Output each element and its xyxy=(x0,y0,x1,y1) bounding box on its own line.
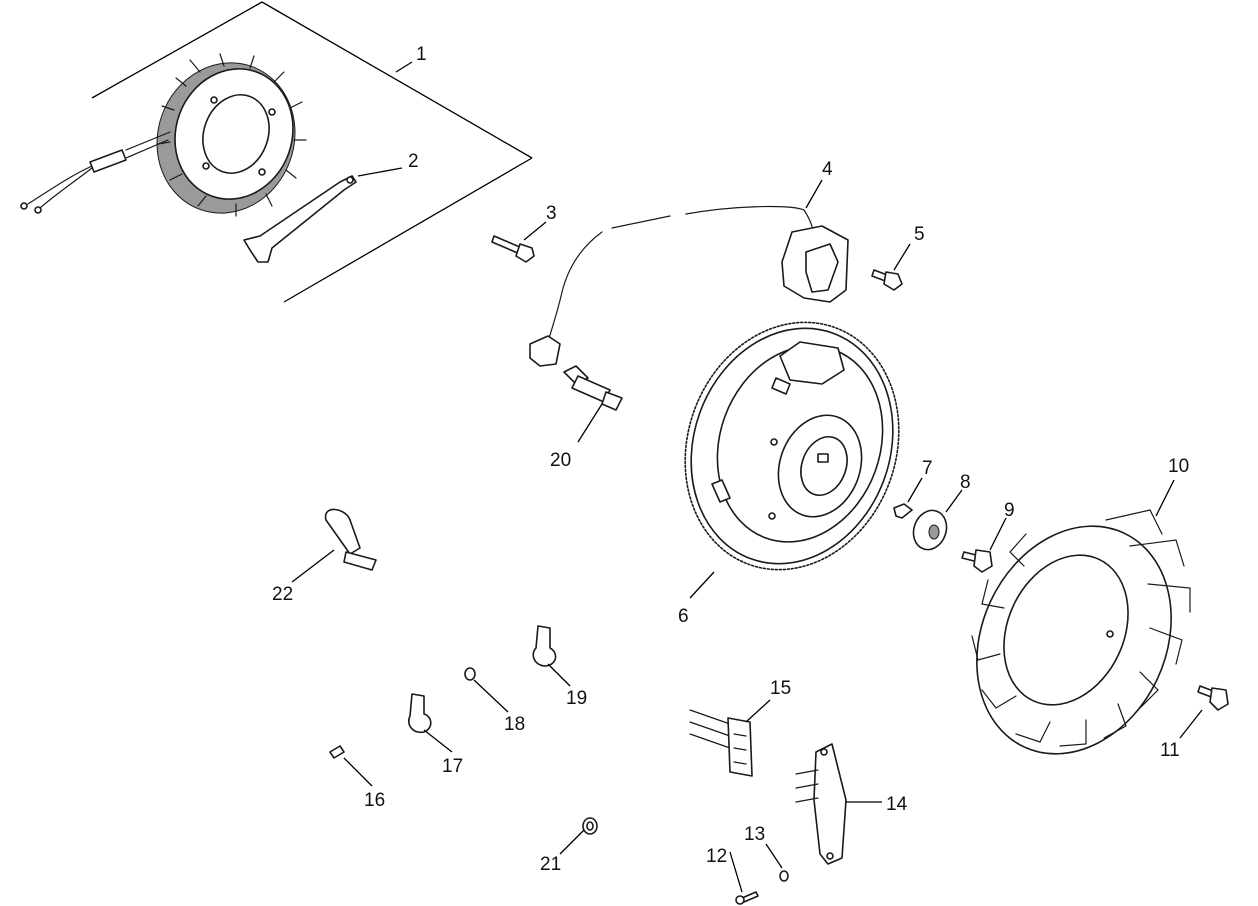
fan-part[interactable] xyxy=(941,494,1207,786)
kit-bracket-lines xyxy=(91,1,533,303)
callout-22: 22 xyxy=(272,584,293,605)
ignition-module-part[interactable] xyxy=(529,205,849,367)
clip-part-19[interactable] xyxy=(532,625,557,667)
small-screw-part[interactable] xyxy=(735,891,759,905)
callout-8: 8 xyxy=(960,472,971,493)
regulator-part[interactable] xyxy=(795,743,847,865)
clip-part-17[interactable] xyxy=(408,693,432,734)
callout-9: 9 xyxy=(1004,500,1015,521)
callout-18: 18 xyxy=(504,714,525,735)
callout-19: 19 xyxy=(566,688,587,709)
callout-13: 13 xyxy=(744,824,765,845)
spark-plug-part[interactable] xyxy=(563,365,623,411)
callout-11: 11 xyxy=(1160,740,1180,761)
leader-lines xyxy=(291,61,1203,893)
connector-part[interactable] xyxy=(689,709,753,777)
callout-17: 17 xyxy=(442,756,463,777)
small-washer-part[interactable] xyxy=(779,870,789,882)
callout-21: 21 xyxy=(540,854,561,875)
callout-2: 2 xyxy=(408,151,419,172)
callout-5: 5 xyxy=(914,224,925,245)
key-part[interactable] xyxy=(893,503,913,519)
callout-14: 14 xyxy=(886,794,908,815)
callout-7: 7 xyxy=(922,458,933,479)
callout-16: 16 xyxy=(364,790,385,811)
callout-4: 4 xyxy=(822,159,833,180)
tiny-screw-part[interactable] xyxy=(329,745,345,759)
flywheel-bolt-part[interactable] xyxy=(961,549,993,573)
callout-15: 15 xyxy=(770,678,791,699)
washer-part[interactable] xyxy=(908,506,952,555)
flywheel-part[interactable] xyxy=(651,292,933,600)
fan-screw-part[interactable] xyxy=(1197,685,1229,711)
callout-20: 20 xyxy=(550,450,571,471)
callout-1: 1 xyxy=(416,44,427,65)
bolt-part[interactable] xyxy=(491,235,535,263)
callout-3: 3 xyxy=(546,203,557,224)
screw-part[interactable] xyxy=(871,269,903,291)
lock-washer-part[interactable] xyxy=(582,817,598,835)
stator-part[interactable] xyxy=(20,43,316,232)
callout-12: 12 xyxy=(706,846,727,867)
tie-strap-part[interactable] xyxy=(324,508,377,571)
callout-labels: 1 2 3 4 5 6 7 8 9 10 11 12 13 14 15 16 1… xyxy=(272,44,1189,875)
callout-6: 6 xyxy=(678,606,689,627)
callout-10: 10 xyxy=(1168,456,1189,477)
washer-part-18[interactable] xyxy=(464,667,476,681)
bracket-part[interactable] xyxy=(243,175,357,263)
